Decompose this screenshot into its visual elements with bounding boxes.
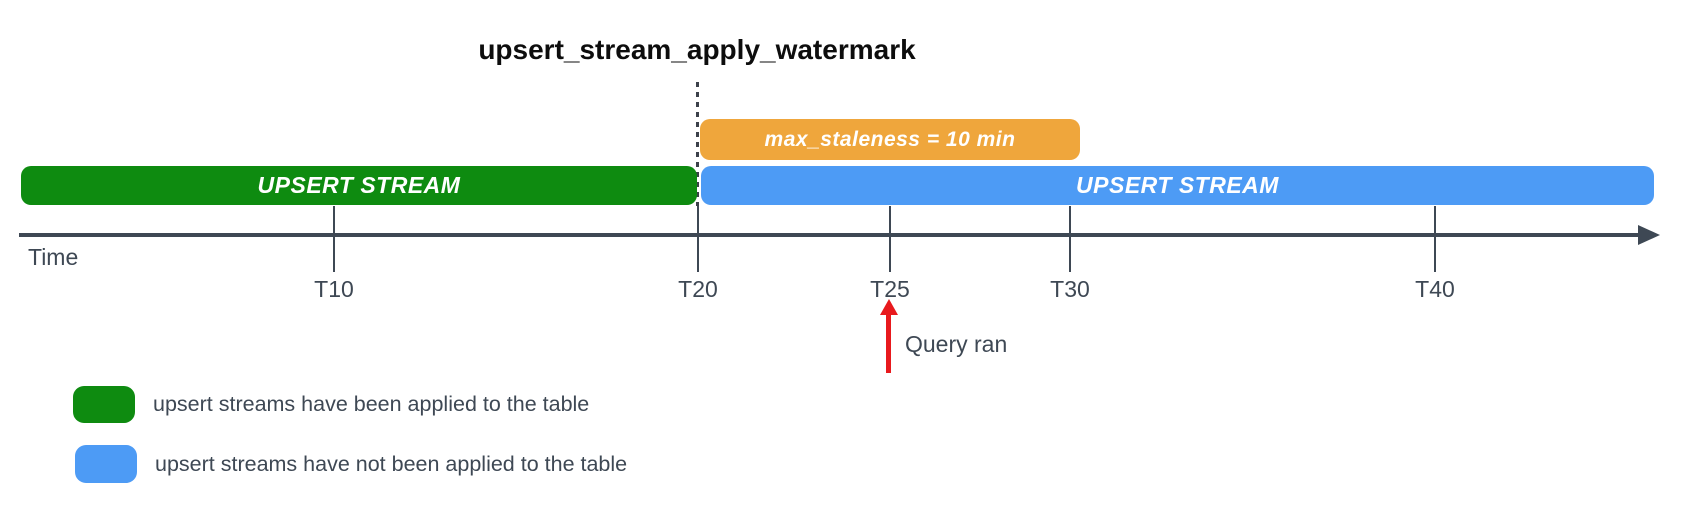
- tick-mark-T10: [333, 206, 335, 272]
- legend-item-pending: upsert streams have not been applied to …: [75, 445, 627, 483]
- legend-swatch-blue: [75, 445, 137, 483]
- tick-label-T30: T30: [1050, 276, 1090, 302]
- upsert-stream-applied-label: UPSERT STREAM: [257, 172, 461, 198]
- tick-label-T25: T25: [870, 276, 910, 302]
- upsert-stream-pending-label: UPSERT STREAM: [1076, 172, 1279, 198]
- query-ran-label: Query ran: [905, 331, 1008, 357]
- tick-label-T20: T20: [678, 276, 718, 302]
- time-axis-line: [19, 233, 1641, 237]
- legend-item-applied: upsert streams have been applied to the …: [73, 386, 589, 423]
- upsert-stream-applied-bar: UPSERT STREAM: [21, 166, 697, 205]
- upsert-stream-pending-bar: UPSERT STREAM: [701, 166, 1654, 205]
- max-staleness-bar: max_staleness = 10 min: [700, 119, 1080, 160]
- legend-swatch-green: [73, 386, 135, 423]
- tick-mark-T40: [1434, 206, 1436, 272]
- legend-label-applied: upsert streams have been applied to the …: [153, 392, 590, 416]
- tick-mark-T30: [1069, 206, 1071, 272]
- watermark-dashed-line: [696, 82, 699, 206]
- legend-label-pending: upsert streams have not been applied to …: [155, 451, 628, 476]
- diagram-title: upsert_stream_apply_watermark: [478, 34, 916, 65]
- max-staleness-label: max_staleness = 10 min: [764, 127, 1016, 151]
- time-axis-label: Time: [28, 244, 79, 270]
- query-ran-arrow-shaft: [886, 314, 891, 373]
- tick-mark-T25: [889, 206, 891, 272]
- tick-label-T40: T40: [1415, 276, 1455, 302]
- tick-mark-T20: [697, 206, 699, 272]
- query-ran-arrow-icon: [880, 299, 898, 315]
- tick-label-T10: T10: [314, 276, 354, 302]
- time-axis-arrowhead-icon: [1638, 225, 1660, 245]
